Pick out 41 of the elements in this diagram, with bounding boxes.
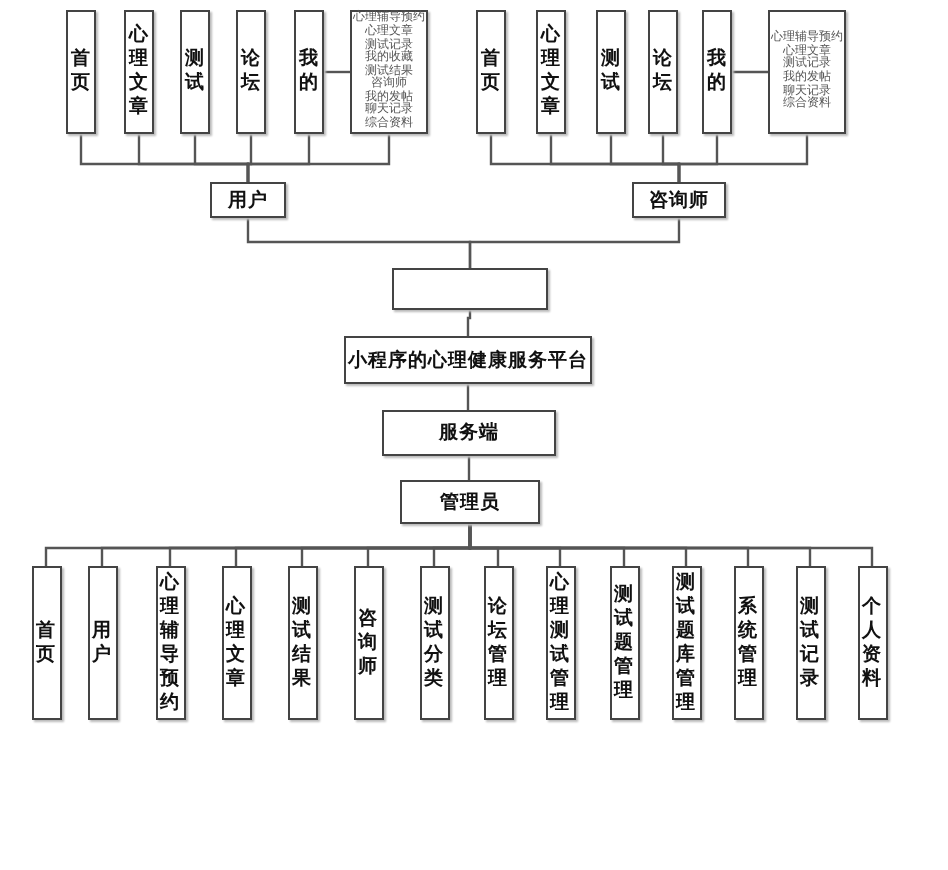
module-box: 首页 bbox=[476, 10, 506, 134]
connector-line bbox=[324, 70, 350, 74]
platform-box: 小程序的心理健康服务平台 bbox=[344, 336, 592, 384]
module-box: 心理测试管理 bbox=[545, 566, 575, 720]
module-box: 心理文章 bbox=[536, 10, 566, 134]
empty-box bbox=[392, 268, 548, 310]
connector-line bbox=[677, 134, 809, 182]
connector-line bbox=[468, 218, 681, 268]
connector-line bbox=[466, 384, 470, 410]
list-box bbox=[768, 10, 846, 134]
module-box: 心理辅导预约 bbox=[155, 566, 185, 720]
module-box: 论坛 bbox=[648, 10, 678, 134]
module-box: 测试记录 bbox=[795, 566, 825, 720]
module-box: 测试结果 bbox=[287, 566, 317, 720]
module-box: 心理文章 bbox=[221, 566, 251, 720]
module-box: 测试题库管理 bbox=[671, 566, 701, 720]
module-box: 首页 bbox=[31, 566, 61, 720]
connector-line bbox=[466, 310, 472, 336]
list-box bbox=[350, 10, 428, 134]
role-box: 咨询师 bbox=[632, 182, 726, 218]
module-box: 用户 bbox=[87, 566, 117, 720]
role-box: 管理员 bbox=[400, 480, 540, 524]
module-box: 咨询师 bbox=[353, 566, 383, 720]
role-box: 用户 bbox=[210, 182, 286, 218]
module-box: 测试 bbox=[596, 10, 626, 134]
role-box: 服务端 bbox=[382, 410, 556, 456]
module-box: 系统管理 bbox=[733, 566, 763, 720]
module-box: 测试分类 bbox=[419, 566, 449, 720]
module-box: 测试 bbox=[180, 10, 210, 134]
module-box: 个人资料 bbox=[857, 566, 887, 720]
connector-line bbox=[732, 70, 768, 74]
module-box: 我的 bbox=[702, 10, 732, 134]
connector-line bbox=[467, 456, 471, 480]
module-box: 我的 bbox=[294, 10, 324, 134]
module-box: 论坛 bbox=[236, 10, 266, 134]
module-box: 论坛管理 bbox=[483, 566, 513, 720]
module-box: 测试题管理 bbox=[609, 566, 639, 720]
connector-line bbox=[468, 524, 874, 566]
module-box: 首页 bbox=[66, 10, 96, 134]
connector-line bbox=[246, 134, 391, 182]
module-box: 心理文章 bbox=[124, 10, 154, 134]
